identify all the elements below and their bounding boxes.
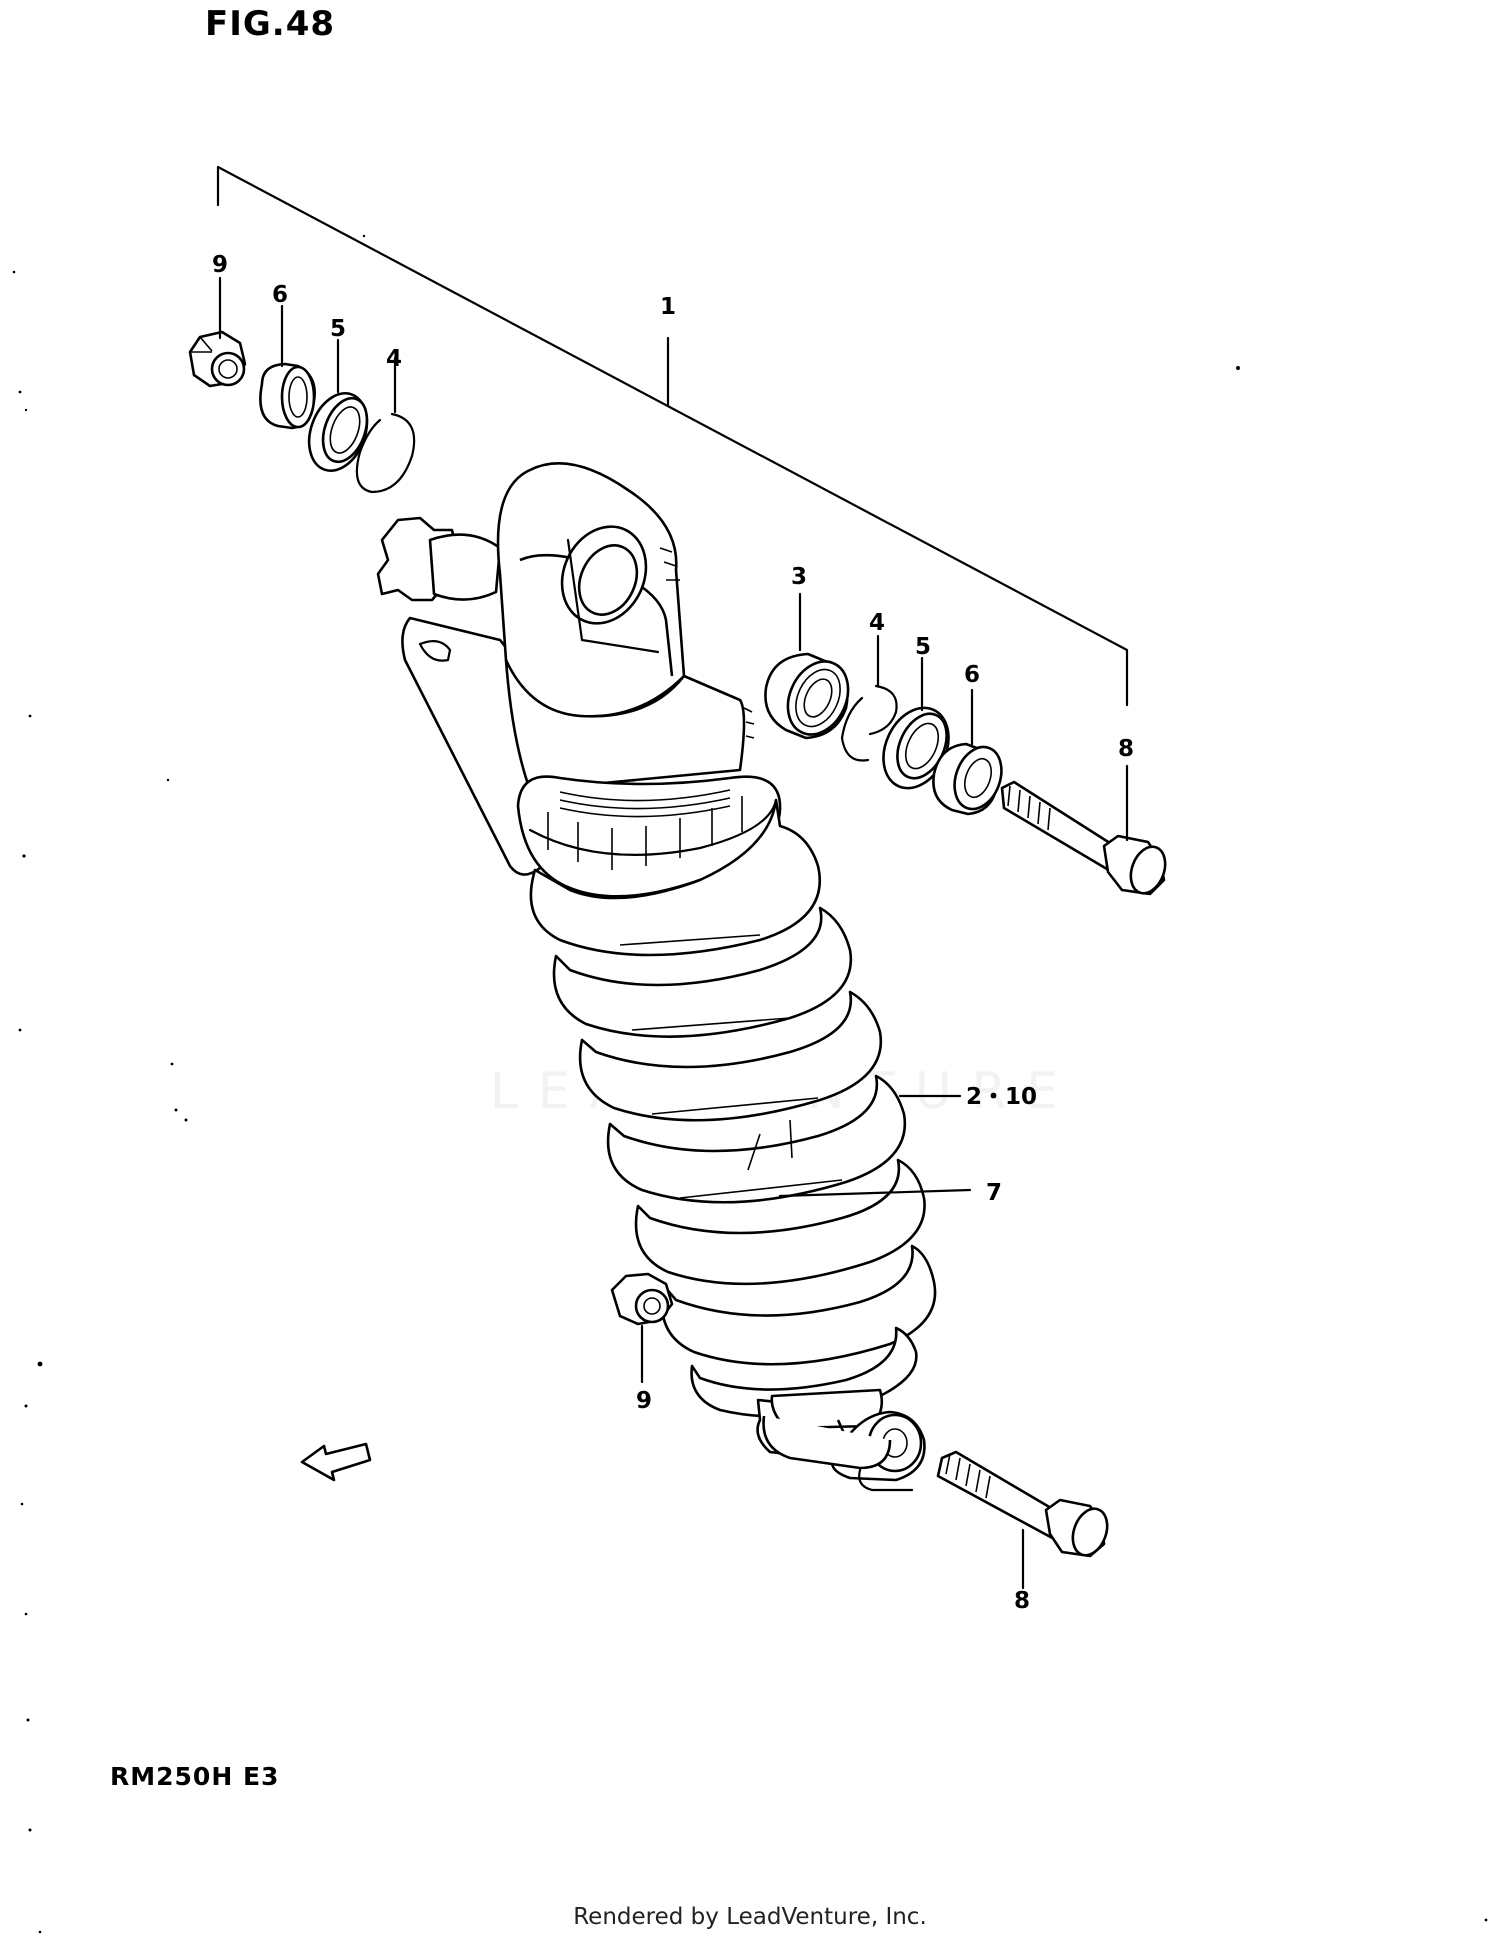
callout-8-bottom: 8 bbox=[1014, 1588, 1030, 1614]
callout-7: 7 bbox=[986, 1180, 1002, 1206]
circlip-4-top bbox=[355, 412, 416, 494]
callout-9-top: 9 bbox=[212, 252, 228, 278]
callout-5-right: 5 bbox=[915, 634, 931, 660]
nut-9-top bbox=[188, 330, 247, 388]
collar-6-right bbox=[932, 742, 1003, 816]
callout-3: 3 bbox=[791, 564, 807, 590]
seal-5-right bbox=[882, 706, 950, 790]
nut-9-bottom bbox=[610, 1272, 674, 1326]
shock-absorber bbox=[376, 462, 937, 1492]
callout-8-right: 8 bbox=[1118, 736, 1134, 762]
footer-credit: Rendered by LeadVenture, Inc. bbox=[573, 1904, 927, 1930]
bearing-3 bbox=[764, 652, 850, 740]
callout-6-right: 6 bbox=[964, 662, 980, 688]
leader-7 bbox=[778, 1188, 972, 1198]
callout-4-right: 4 bbox=[869, 610, 885, 636]
callout-5-top: 5 bbox=[330, 316, 346, 342]
callout-1: 1 bbox=[660, 294, 676, 320]
callout-6-top: 6 bbox=[272, 282, 288, 308]
callout-2-10: 2・10 bbox=[966, 1084, 1037, 1110]
fwd-arrow-icon: FWD bbox=[300, 1442, 372, 1482]
scan-noise bbox=[12, 234, 1488, 1934]
model-code: RM250H E3 bbox=[110, 1762, 280, 1791]
collar-6-top bbox=[259, 362, 316, 430]
circlip-4-right bbox=[840, 684, 898, 762]
callout-4-top: 4 bbox=[386, 346, 402, 372]
bolt-8-bottom bbox=[936, 1450, 1109, 1558]
callout-9-bottom: 9 bbox=[636, 1388, 652, 1414]
assembly-bracket bbox=[216, 165, 1129, 707]
bolt-8-right bbox=[1000, 780, 1167, 896]
seal-5-top bbox=[307, 391, 369, 473]
figure-title: FIG.48 bbox=[205, 4, 336, 44]
